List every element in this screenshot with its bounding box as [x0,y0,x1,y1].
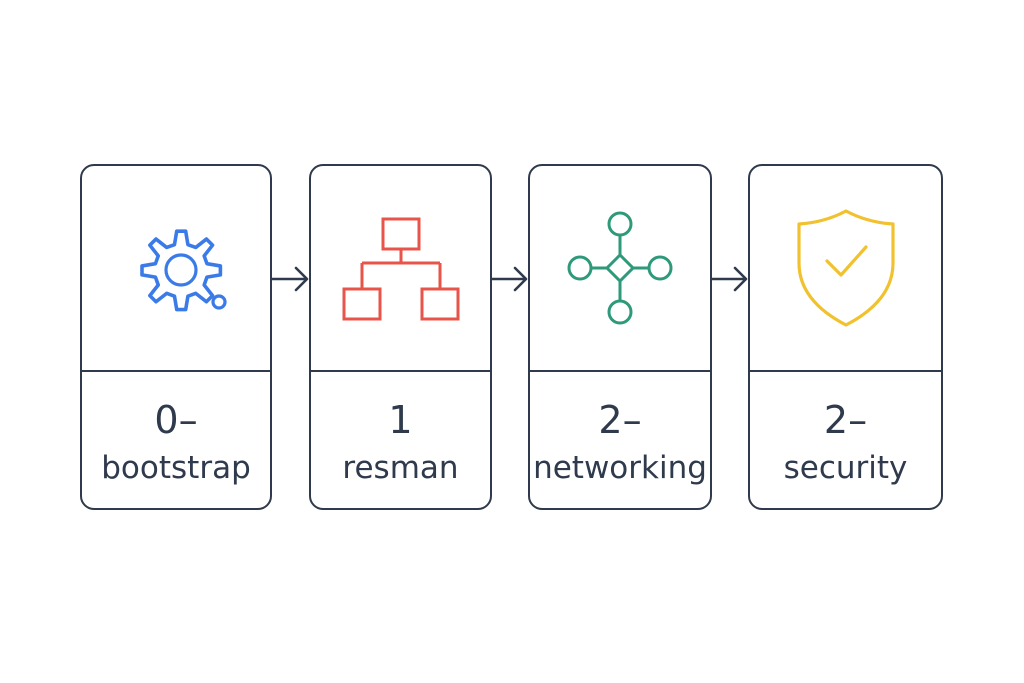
stage-number: 1 [388,398,413,442]
stage-icon-area [82,166,270,372]
stage-card-networking: 2– networking [528,164,712,510]
arrow-right-icon [711,266,748,292]
stage-card-security: 2– security [748,164,943,510]
stage-number: 0– [154,398,198,442]
network-node-icon [567,211,673,325]
gear-icon [140,229,227,312]
stage-name: resman [342,450,459,486]
stage-number: 2– [598,398,642,442]
stage-name: networking [533,450,707,486]
stage-card-resman: 1 resman [309,164,492,510]
stage-label: 0– bootstrap [82,372,270,508]
stage-label: 2– networking [530,372,710,508]
stage-label: 1 resman [311,372,490,508]
stage-icon-area [530,166,710,372]
hierarchy-icon [342,217,459,321]
stage-label: 2– security [750,372,941,508]
stage-icon-area [750,166,941,372]
stage-icon-area [311,166,490,372]
stage-name: security [783,450,908,486]
stage-card-bootstrap: 0– bootstrap [80,164,272,510]
arrow-right-icon [272,266,309,292]
shield-check-icon [796,209,895,327]
stage-name: bootstrap [101,450,251,486]
stage-number: 2– [823,398,868,442]
arrow-right-icon [491,266,528,292]
